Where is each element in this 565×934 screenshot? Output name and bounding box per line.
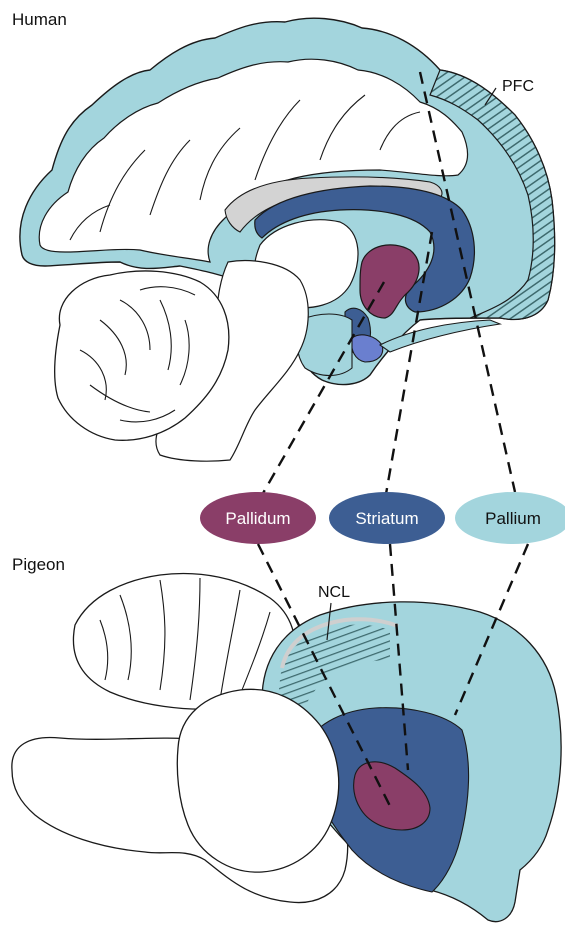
pallium-label: Pallium xyxy=(485,509,541,528)
ncl-label: NCL xyxy=(318,584,350,601)
human-title: Human xyxy=(12,10,67,29)
human-brain xyxy=(20,18,555,461)
striatum-label: Striatum xyxy=(355,509,418,528)
pallidum-label: Pallidum xyxy=(225,509,290,528)
pigeon-brain xyxy=(12,574,561,922)
pigeon-title: Pigeon xyxy=(12,555,65,574)
region-legend: Pallidum Striatum Pallium xyxy=(200,492,565,544)
pfc-label: PFC xyxy=(502,78,534,95)
